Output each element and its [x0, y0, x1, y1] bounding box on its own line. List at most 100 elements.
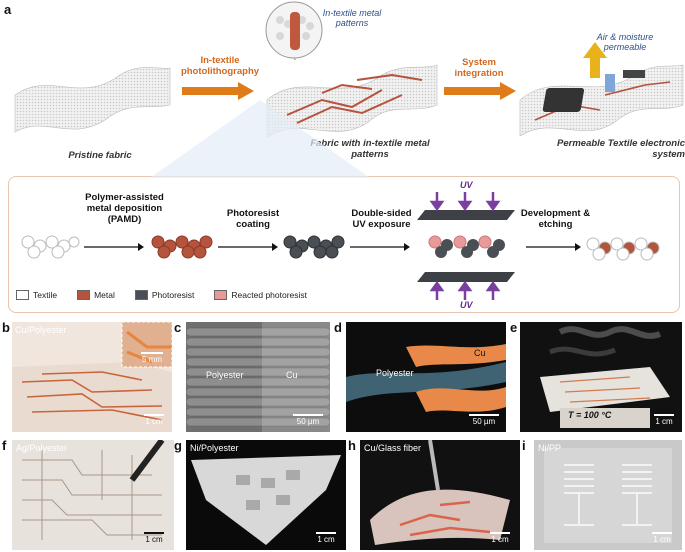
- scale-bar: 1 cm: [312, 532, 340, 544]
- arrow-right-icon: [526, 243, 581, 251]
- photo-panel-e: T = 100 °C 1 cm: [520, 322, 682, 432]
- scale-line: [141, 352, 163, 354]
- legend-item-metal: Metal: [77, 290, 115, 300]
- scale-text: 1 cm: [491, 534, 509, 544]
- arrow-right-icon: [350, 243, 410, 251]
- uv-label-bottom: UV: [460, 300, 473, 310]
- legend-swatch: [77, 290, 91, 300]
- scale-text: 5 mm: [142, 354, 162, 364]
- scale-text: 50 µm: [296, 416, 320, 426]
- photo-panel-c-sem: Polyester Cu 50 µm: [186, 322, 330, 432]
- material-label: Ag/Polyester: [16, 443, 68, 453]
- legend-label: Metal: [94, 290, 115, 300]
- legend-label: Textile: [33, 290, 58, 300]
- scale-bar: 1 cm: [140, 532, 168, 544]
- legend-swatch: [134, 290, 148, 300]
- polyester-label: Polyester: [376, 368, 414, 378]
- panel-letter-d: d: [334, 320, 342, 335]
- scale-text: 50 µm: [472, 416, 496, 426]
- photo-panel-b: Cu/Polyester 5 mm 1 cm: [12, 322, 172, 432]
- ag-circuit-pattern: [22, 440, 165, 540]
- material-label: Cu/Polyester: [15, 325, 67, 335]
- caption-electronic-system: Permeable Textile electronic system: [557, 138, 685, 160]
- polyester-label: Polyester: [206, 370, 244, 380]
- step-photoresist-label: Photoresist coating: [226, 208, 280, 230]
- scale-line: [144, 532, 164, 534]
- heated-textile: [540, 326, 670, 428]
- legend-item-reacted: Reacted photoresist: [214, 290, 307, 300]
- caption-pristine-fabric: Pristine fabric: [68, 150, 132, 161]
- scale-bar: 1 cm: [140, 414, 168, 426]
- panel-letter-h: h: [348, 438, 356, 453]
- scale-line: [316, 532, 336, 534]
- scale-bar: 50 µm: [290, 414, 326, 426]
- step-uv-exposure-label: Double-sided UV exposure: [351, 208, 412, 230]
- step-pamd-label: Polymer-assisted metal deposition (PAMD): [85, 192, 164, 225]
- scale-line: [293, 414, 323, 416]
- ni-pp-textile: [544, 448, 672, 543]
- scale-line: [652, 532, 672, 534]
- scale-text: 1 cm: [655, 416, 673, 426]
- cu-label: Cu: [474, 348, 486, 358]
- scale-bar: 1 cm: [650, 414, 678, 426]
- zoom-wedge: [150, 100, 370, 178]
- scale-line: [144, 414, 164, 416]
- inset-metal-pattern-zoom: [265, 1, 323, 60]
- scale-bar: 1 cm: [486, 532, 514, 544]
- scale-text: 1 cm: [145, 534, 163, 544]
- sem-colored-fibers: [346, 344, 506, 412]
- scale-text: 1 cm: [145, 416, 163, 426]
- legend-swatch: [214, 290, 228, 300]
- scale-bar: 50 µm: [466, 414, 502, 426]
- panel-letter-e: e: [510, 320, 518, 335]
- legend: Textile Metal Photoresist Reacted photor…: [16, 290, 307, 300]
- panel-letter-b: b: [2, 320, 10, 335]
- step-system-integration-label: System integration: [454, 57, 504, 79]
- arrow-right-icon: [218, 243, 278, 251]
- photo-panel-d-sem: Polyester Cu 50 µm: [346, 322, 506, 432]
- photo-panel-g: Ni/Polyester 1 cm: [186, 440, 346, 550]
- panel-letter-g: g: [174, 438, 182, 453]
- uv-label-top: UV: [460, 180, 473, 190]
- panel-letter-f: f: [2, 438, 7, 453]
- pristine-fabric-illustration: [14, 67, 171, 133]
- legend-label: Reacted photoresist: [231, 290, 308, 300]
- scale-bar: 1 cm: [648, 532, 676, 544]
- material-label: Cu/Glass fiber: [364, 443, 422, 453]
- arrow-right-icon: [182, 82, 254, 100]
- final-pattern-block: [586, 237, 660, 261]
- arrow-right-icon: [444, 82, 516, 100]
- inset-label: In-textile metal patterns: [322, 8, 382, 28]
- textile-block: [21, 235, 80, 259]
- material-label: Ni/Polyester: [190, 443, 239, 453]
- material-label: Ni/PP: [538, 443, 562, 453]
- caption-patterned-fabric: Fabric with in-textile metal patterns: [310, 138, 430, 160]
- photo-panel-i: Ni/PP 1 cm: [534, 440, 682, 550]
- step-development-label: Development & etching: [520, 208, 591, 230]
- cu-label: Cu: [286, 370, 298, 380]
- legend-item-photoresist: Photoresist: [134, 290, 194, 300]
- step-photolithography-label: In-textile photolithography: [180, 55, 260, 77]
- legend-item-textile: Textile: [16, 290, 57, 300]
- legend-swatch: [16, 290, 29, 300]
- air-moisture-label: Air & moisture permeable: [596, 32, 654, 52]
- temperature-label: T = 100 °C: [568, 410, 612, 420]
- ni-textile: [191, 455, 341, 545]
- inset-scale-bar: 5 mm: [137, 352, 167, 364]
- textile-electronic-system-illustration: [519, 42, 684, 137]
- panel-letter-a: a: [4, 2, 12, 17]
- glass-fiber-textile: [370, 440, 510, 545]
- scale-line: [654, 414, 674, 416]
- photoresist-block: [283, 235, 345, 259]
- scale-text: 1 cm: [653, 534, 671, 544]
- uv-exposure-stack: [417, 192, 515, 300]
- metal-block: [151, 235, 213, 259]
- scale-text: 1 cm: [317, 534, 335, 544]
- scale-line: [490, 532, 510, 534]
- photo-panel-f: Ag/Polyester 1 cm: [12, 440, 174, 550]
- circuit-pattern: [12, 322, 172, 432]
- arrow-right-icon: [84, 243, 144, 251]
- sem-fibers: [186, 322, 330, 432]
- scale-line: [469, 414, 499, 416]
- panel-letter-c: c: [174, 320, 182, 335]
